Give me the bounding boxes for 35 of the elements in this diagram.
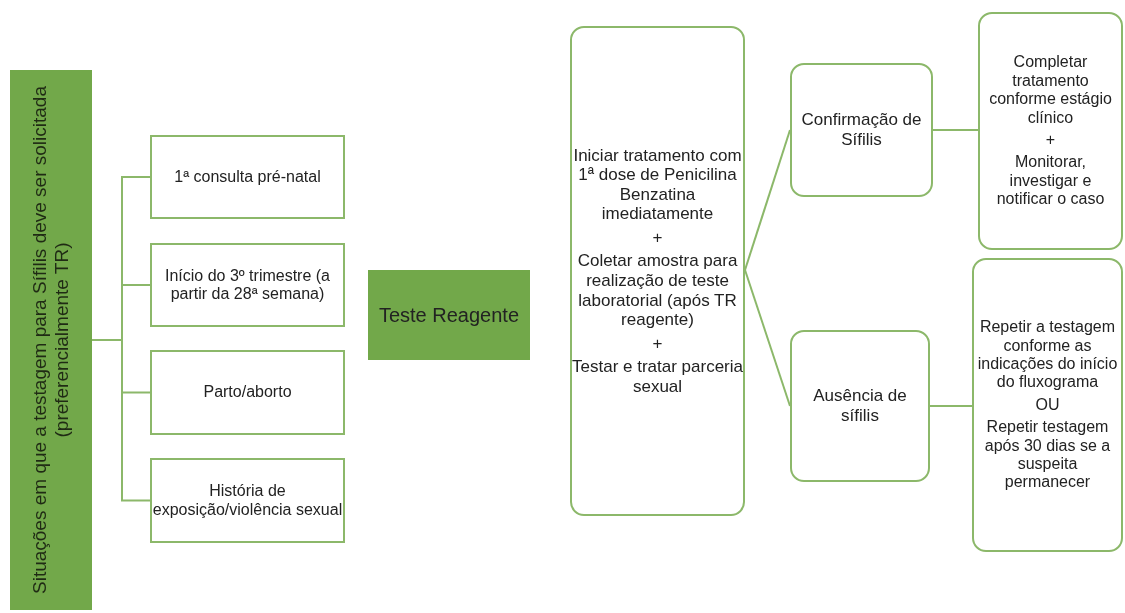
step-box bbox=[790, 330, 930, 482]
node-text: Parto/aborto bbox=[203, 383, 292, 402]
node-text: Início do 3º trimestre (a partir da 28ª semana) bbox=[164, 266, 331, 304]
connector-line bbox=[744, 129, 791, 271]
situation-box bbox=[150, 458, 345, 543]
node-text: Coletar amostra para realização de teste laboratorial (após TR reagente) bbox=[576, 251, 739, 330]
node-text: Completar tratamento conforme estágio clínico bbox=[988, 53, 1113, 127]
situation-box bbox=[150, 243, 345, 327]
node-text: História de exposição/violência sexual bbox=[152, 482, 343, 519]
connector-word: + bbox=[652, 333, 663, 354]
connector-line bbox=[744, 269, 791, 407]
situation-box bbox=[150, 350, 345, 435]
result-box bbox=[368, 270, 530, 360]
node-text: Repetir testagem após 30 dias se a suspeita permanecer bbox=[983, 418, 1112, 492]
step-box bbox=[972, 258, 1123, 552]
heading-bar bbox=[10, 70, 92, 610]
connector-word: + bbox=[652, 227, 663, 248]
node-text: Iniciar tratamento com 1ª dose de Penicilina Benzatina imediatamente bbox=[572, 145, 743, 224]
node-text: Confirmação de Sífilis bbox=[800, 110, 923, 150]
connector-line bbox=[91, 339, 151, 502]
node-text: Repetir a testagem conforme as indicações do início do fluxograma bbox=[976, 318, 1119, 392]
connector-line bbox=[929, 405, 973, 407]
connector-word: + bbox=[1045, 131, 1056, 150]
step-box bbox=[978, 12, 1123, 250]
node-text: Ausência de sífilis bbox=[812, 386, 908, 426]
node-text: 1ª consulta pré-natal bbox=[174, 167, 321, 187]
step-box bbox=[570, 26, 745, 516]
situation-box bbox=[150, 135, 345, 219]
connector-word: OU bbox=[1035, 395, 1060, 415]
node-text: Teste Reagente bbox=[378, 303, 520, 327]
node-text: Situações em que a testagem para Sífilis deve ser solicitada (preferencialmente TR) bbox=[29, 85, 73, 596]
step-box bbox=[790, 63, 933, 197]
connector-line bbox=[932, 129, 979, 131]
node-text: Testar e tratar parceria sexual bbox=[572, 357, 743, 397]
node-text: Monitorar, investigar e notificar o caso bbox=[995, 153, 1106, 209]
